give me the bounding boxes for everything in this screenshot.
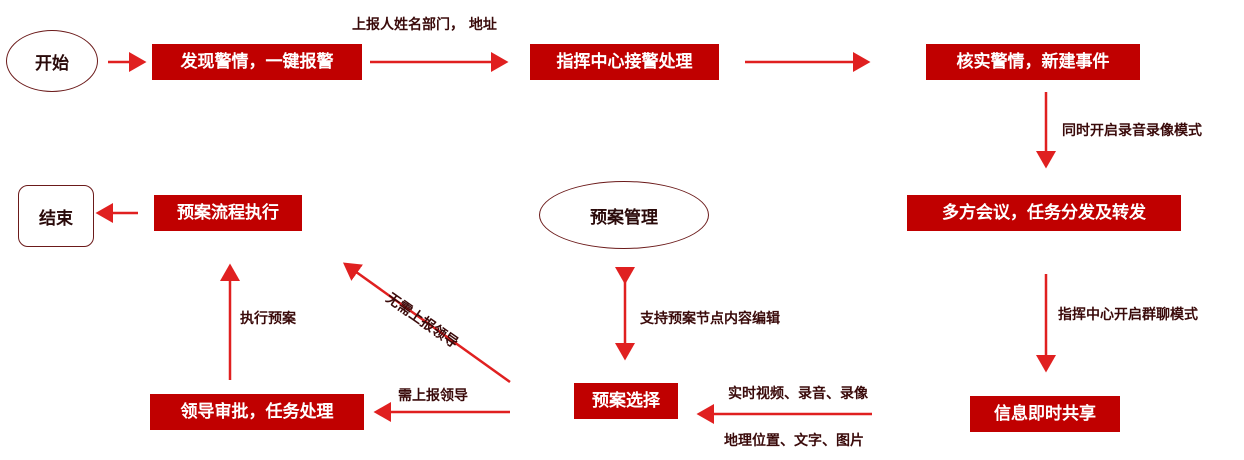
group-chat-label: 指挥中心开启群聊模式 <box>1058 307 1198 323</box>
plan-manage-node: 预案管理 <box>539 181 709 249</box>
arrow-plan-select-to-execute <box>342 262 511 384</box>
verify-event-node: 核实警情，新建事件 <box>926 44 1140 80</box>
end-node: 结束 <box>18 185 94 247</box>
report-info-label: 上报人姓名部门， 地址 <box>352 17 497 33</box>
edit-support-label: 支持预案节点内容编辑 <box>640 311 780 327</box>
meeting-dispatch-node: 多方会议，任务分发及转发 <box>907 195 1181 231</box>
media-label-2: 地理位置、文字、图片 <box>724 433 864 449</box>
command-center-node: 指挥中心接警处理 <box>530 44 719 80</box>
execute-plan-label: 执行预案 <box>240 311 296 327</box>
plan-execute-node: 预案流程执行 <box>154 195 302 231</box>
info-share-node: 信息即时共享 <box>970 396 1120 432</box>
media-label-1: 实时视频、录音、录像 <box>728 386 868 402</box>
leader-approve-node: 领导审批，任务处理 <box>150 394 364 430</box>
start-node: 开始 <box>6 30 98 92</box>
plan-select-node: 预案选择 <box>574 383 678 419</box>
need-report-label: 需上报领导 <box>398 388 468 404</box>
discover-alarm-node: 发现警情，一键报警 <box>152 44 362 80</box>
record-mode-label: 同时开启录音录像模式 <box>1062 123 1202 139</box>
